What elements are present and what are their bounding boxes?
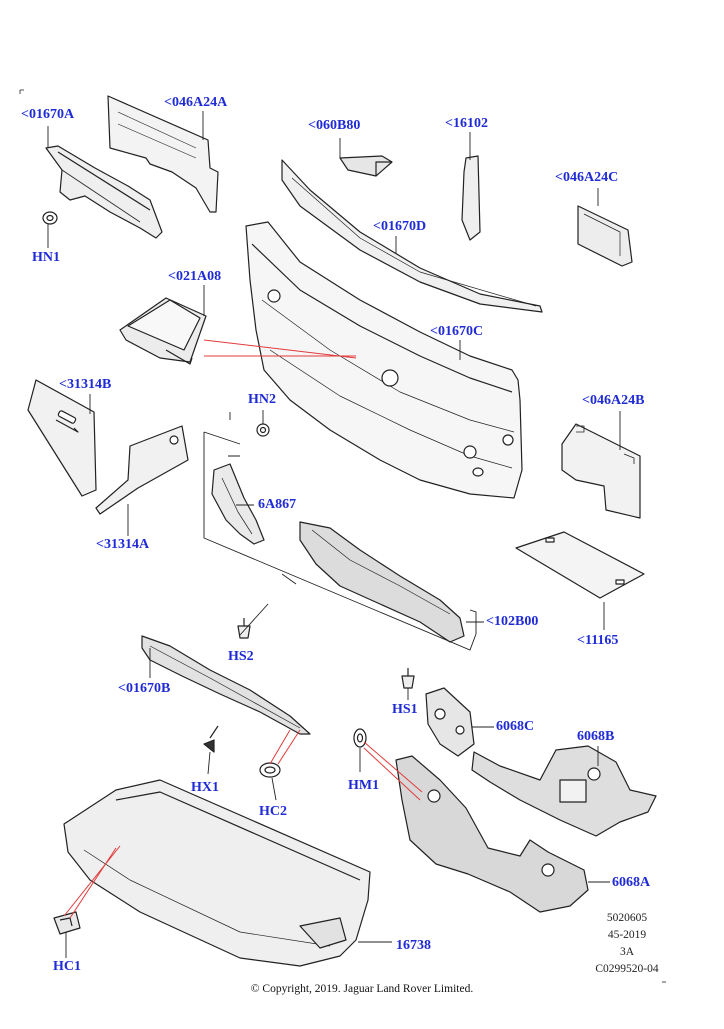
part-01670C	[245, 221, 523, 499]
part-01670D	[281, 159, 543, 313]
highlight-lines	[63, 339, 423, 919]
part-HS2	[237, 618, 251, 639]
leader-lines	[47, 111, 621, 958]
callout-102B00[interactable]: <102B00	[486, 614, 539, 629]
callout-046A24C[interactable]: <046A24C	[555, 170, 619, 185]
part-021A08	[119, 297, 207, 365]
part-046A24C	[577, 205, 633, 267]
callout-01670C[interactable]: <01670C	[430, 324, 484, 339]
part-HX1	[203, 725, 219, 753]
part-HS1	[401, 668, 415, 689]
callout-6068B[interactable]: 6068B	[577, 729, 615, 744]
part-11165	[515, 531, 645, 599]
code-line-2: 45-2019	[607, 929, 647, 941]
callout-6068A[interactable]: 6068A	[612, 875, 651, 890]
callout-046A24B[interactable]: <046A24B	[582, 393, 645, 408]
callout-16102[interactable]: <16102	[445, 116, 488, 131]
callout-021A08[interactable]: <021A08	[168, 269, 222, 284]
illustration-code: 5020605 45-2019 3A C0299520-04	[584, 910, 670, 978]
callout-HC2[interactable]: HC2	[259, 804, 287, 819]
callout-046A24A[interactable]: <046A24A	[164, 95, 228, 110]
part-046A24B	[561, 423, 641, 519]
callout-HS2[interactable]: HS2	[228, 649, 254, 664]
part-6068A	[395, 755, 589, 913]
part-HN2	[256, 423, 270, 437]
callout-HN1[interactable]: HN1	[32, 250, 60, 265]
callout-11165[interactable]: <11165	[577, 633, 619, 648]
part-16738	[63, 779, 371, 967]
callout-01670B[interactable]: <01670B	[118, 681, 171, 696]
copyright-notice: © Copyright, 2019. Jaguar Land Rover Lim…	[250, 983, 474, 995]
callout-HS1[interactable]: HS1	[392, 702, 418, 717]
callout-01670D[interactable]: <01670D	[373, 219, 427, 234]
part-HC2	[259, 762, 281, 778]
callout-01670A[interactable]: <01670A	[21, 107, 75, 122]
part-31314A	[95, 425, 189, 515]
part-HN1	[42, 211, 58, 225]
callout-HM1[interactable]: HM1	[348, 778, 380, 793]
part-16102	[461, 155, 481, 241]
part-HC1	[53, 911, 81, 935]
part-060B80	[339, 155, 393, 177]
code-line-3: 3A	[619, 946, 635, 958]
part-6068C	[425, 687, 475, 757]
part-01670A	[45, 145, 163, 239]
callout-6068C[interactable]: 6068C	[496, 719, 535, 734]
part-HM1	[353, 728, 367, 748]
code-line-4: C0299520-04	[595, 963, 659, 975]
callout-16738[interactable]: 16738	[396, 938, 431, 953]
callout-HC1[interactable]: HC1	[53, 959, 81, 974]
callout-31314A[interactable]: <31314A	[96, 537, 150, 552]
part-046A24A	[107, 95, 219, 213]
part-6068B	[471, 745, 657, 837]
callout-HN2[interactable]: HN2	[248, 392, 276, 407]
callout-31314B[interactable]: <31314B	[59, 377, 112, 392]
callout-6A867[interactable]: 6A867	[258, 497, 297, 512]
part-102B00	[299, 521, 465, 643]
callout-HX1[interactable]: HX1	[191, 780, 219, 795]
part-31314B	[27, 379, 97, 497]
code-line-1: 5020605	[606, 912, 648, 924]
part-6A867	[211, 463, 265, 545]
callout-060B80[interactable]: <060B80	[308, 118, 361, 133]
